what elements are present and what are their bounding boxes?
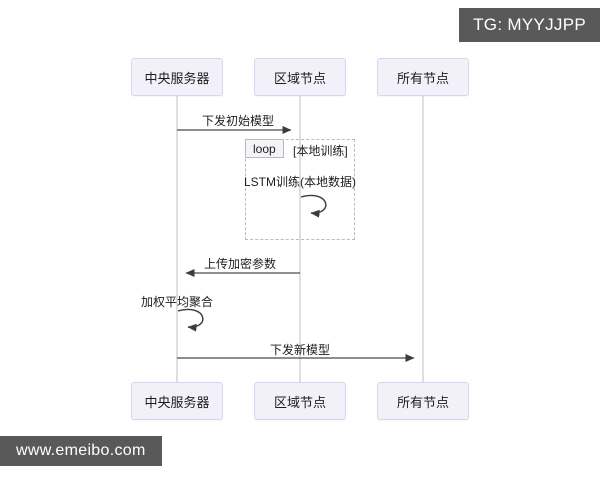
participant-box-central-server-top[interactable]: 中央服务器: [131, 58, 223, 96]
loop-fragment-operator-tab: loop: [245, 139, 284, 158]
participant-label-central-server-bottom: 中央服务器: [144, 394, 210, 410]
message-label-lstm-training: LSTM训练(本地数据): [244, 175, 356, 189]
watermark-badge-bottom-left: www.emeibo.com: [0, 436, 162, 466]
participant-box-all-nodes-top[interactable]: 所有节点: [377, 58, 469, 96]
loop-fragment-frame: [245, 139, 355, 240]
participant-box-central-server-bottom[interactable]: 中央服务器: [131, 382, 223, 420]
message-label-upload-encrypted-params: 上传加密参数: [203, 257, 277, 271]
message-label-distribute-new-model: 下发新模型: [269, 343, 331, 357]
loop-operator-label: loop: [253, 141, 276, 156]
participant-box-regional-node-top[interactable]: 区域节点: [254, 58, 346, 96]
watermark-badge-top-right: TG: MYYJJPP: [459, 8, 600, 42]
message-label-weighted-average-aggregation: 加权平均聚合: [140, 295, 214, 309]
participant-label-all-nodes-bottom: 所有节点: [396, 394, 449, 410]
participant-box-all-nodes-bottom[interactable]: 所有节点: [377, 382, 469, 420]
loop-fragment-guard-label: [本地训练]: [293, 144, 348, 158]
self-message-arrow-weighted-average-aggregation: [177, 308, 204, 332]
participant-label-regional-node-bottom: 区域节点: [273, 394, 326, 410]
participant-label-regional-node: 区域节点: [273, 70, 326, 86]
participant-box-regional-node-bottom[interactable]: 区域节点: [254, 382, 346, 420]
message-label-distribute-initial-model: 下发初始模型: [201, 114, 275, 128]
participant-label-central-server: 中央服务器: [144, 70, 210, 86]
participant-label-all-nodes: 所有节点: [396, 70, 449, 86]
